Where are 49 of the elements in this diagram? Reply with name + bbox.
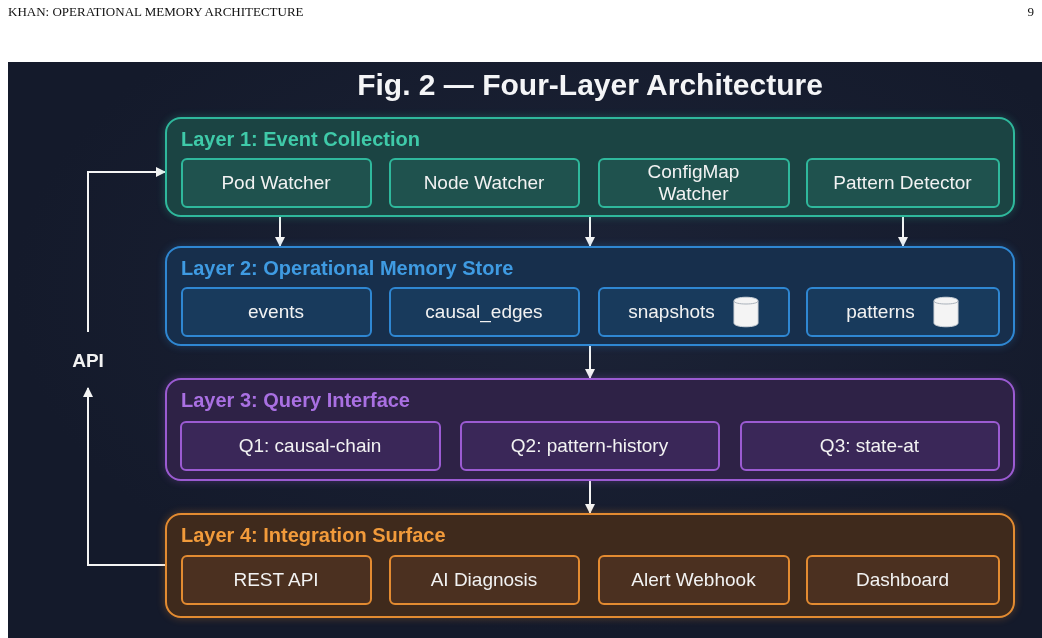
box-label: snapshots <box>628 300 715 323</box>
box-label: Q3: state-at <box>819 434 920 457</box>
box-label: Node Watcher <box>423 171 545 194</box>
component-box <box>388 286 580 337</box>
figure-title: Fig. 2 — Four-Layer Architecture <box>356 68 824 102</box>
box-label: Q1: causal-chain <box>238 434 382 457</box>
component-box <box>180 554 372 605</box>
box-label: patterns <box>846 300 915 323</box>
layer-panel <box>165 378 1015 481</box>
layer-title: Layer 2: Operational Memory Store <box>181 257 514 280</box>
arrow <box>585 345 595 379</box>
component-box <box>388 554 580 605</box>
box-label: causal_edges <box>425 300 543 323</box>
running-header: KHAN: OPERATIONAL MEMORY ARCHITECTURE <box>8 4 304 20</box>
component-box <box>597 157 790 208</box>
component-box <box>739 420 1000 471</box>
component-box <box>805 554 1000 605</box>
api-label: API <box>30 336 146 386</box>
box-label: Alert Webhook <box>631 568 756 591</box>
layer-title: Layer 4: Integration Surface <box>181 524 446 547</box>
layer-panel <box>165 246 1015 346</box>
component-box <box>597 554 790 605</box>
arrow <box>898 216 908 247</box>
box-label: Dashboard <box>856 568 949 591</box>
layer-panel <box>165 513 1015 618</box>
box-label: Pod Watcher <box>221 171 331 194</box>
box-label: AI Diagnosis <box>430 568 538 591</box>
box-label: REST API <box>233 568 319 591</box>
component-box <box>805 286 1000 337</box>
component-box <box>180 157 372 208</box>
component-box <box>597 286 790 337</box>
arrow <box>585 480 595 514</box>
page-number: 9 <box>1027 4 1034 20</box>
component-box <box>388 157 580 208</box>
layer-panel <box>165 117 1015 217</box>
component-box <box>805 157 1000 208</box>
component-box <box>180 286 372 337</box>
box-label: Pattern Detector <box>833 171 972 194</box>
arrow <box>585 216 595 247</box>
layer-title: Layer 3: Query Interface <box>181 389 410 412</box>
arrow <box>87 167 166 333</box>
box-label: ConfigMap Watcher <box>646 160 741 205</box>
arrow <box>83 387 166 566</box>
component-box <box>179 420 441 471</box>
layer-title: Layer 1: Event Collection <box>181 128 420 151</box>
component-box <box>459 420 720 471</box>
box-label: events <box>248 300 304 323</box>
box-label: Q2: pattern-history <box>510 434 669 457</box>
arrow <box>275 216 285 247</box>
